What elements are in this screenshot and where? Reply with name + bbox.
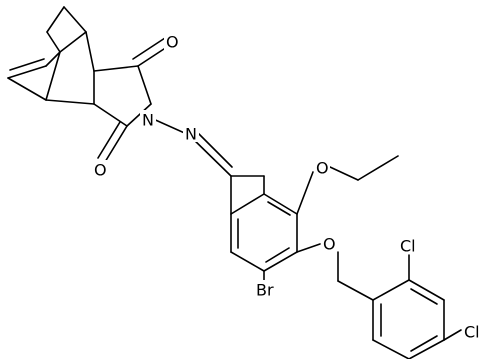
bond bbox=[296, 171, 314, 215]
bicyclic-cage-bonds bbox=[7, 6, 95, 105]
bond bbox=[372, 339, 410, 359]
nitrogen-label: N bbox=[142, 111, 154, 130]
bond bbox=[7, 65, 47, 79]
bond bbox=[337, 280, 374, 301]
bond bbox=[267, 201, 291, 216]
bond bbox=[132, 37, 166, 60]
bond bbox=[372, 279, 410, 301]
oxygen-label: O bbox=[166, 33, 179, 52]
bond bbox=[63, 6, 87, 33]
bond bbox=[408, 339, 445, 359]
bond bbox=[93, 103, 128, 127]
bond bbox=[97, 121, 121, 159]
chlorine-label: Cl bbox=[464, 323, 480, 342]
bond bbox=[296, 243, 321, 253]
bond bbox=[45, 51, 61, 67]
bond bbox=[263, 251, 298, 272]
bond bbox=[46, 6, 65, 33]
bond bbox=[193, 128, 233, 168]
bond bbox=[263, 193, 298, 215]
benzyloxy-bonds bbox=[296, 243, 374, 301]
bond bbox=[408, 279, 445, 301]
dichlorophenyl-bonds bbox=[372, 254, 462, 359]
bond bbox=[230, 193, 265, 215]
bond bbox=[230, 251, 265, 272]
bond bbox=[126, 103, 152, 127]
bond bbox=[45, 99, 95, 105]
bromine-label: Br bbox=[256, 281, 274, 300]
oxygen-label: O bbox=[316, 159, 329, 178]
bond bbox=[59, 31, 87, 53]
ethoxy-bonds bbox=[296, 155, 399, 215]
bond bbox=[329, 166, 359, 181]
chlorine-label: Cl bbox=[400, 237, 416, 256]
oxygen-label: O bbox=[323, 235, 336, 254]
bond bbox=[9, 58, 45, 71]
bond bbox=[410, 288, 438, 305]
bond bbox=[85, 31, 95, 72]
bond bbox=[265, 247, 290, 263]
bond bbox=[410, 335, 438, 352]
bond bbox=[104, 125, 128, 163]
bond bbox=[443, 329, 462, 341]
imide-ring-bonds bbox=[93, 37, 171, 163]
bond bbox=[45, 51, 61, 101]
bond bbox=[7, 77, 47, 101]
oxygen-label: O bbox=[94, 161, 107, 180]
central-benzene-bonds bbox=[230, 175, 298, 272]
atom-labels: O O N N O O Br Cl Cl bbox=[92, 32, 486, 342]
bond bbox=[150, 117, 190, 136]
bond bbox=[93, 65, 139, 72]
bond bbox=[46, 31, 61, 53]
bond bbox=[357, 155, 399, 181]
bond bbox=[137, 65, 152, 105]
nitrogen-label: N bbox=[185, 125, 197, 144]
